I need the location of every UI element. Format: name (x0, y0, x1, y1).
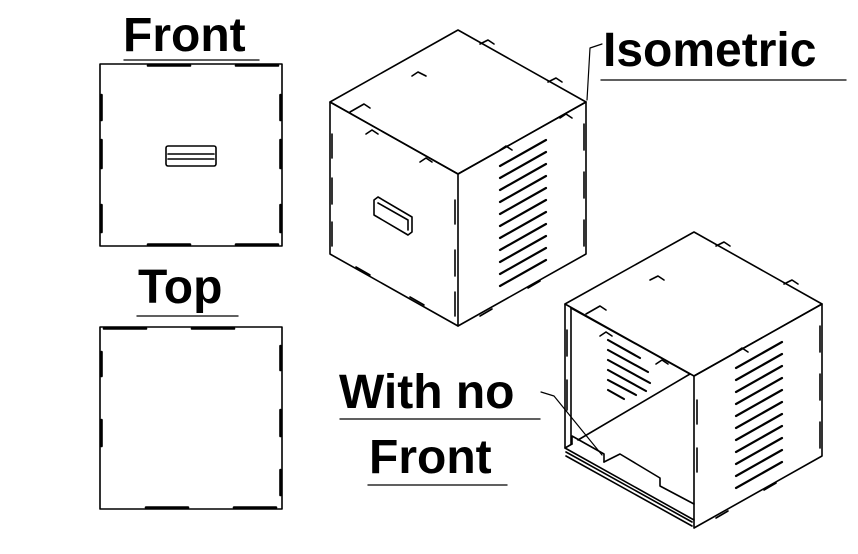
open-inner-back (566, 308, 694, 526)
open-front-view (565, 232, 822, 528)
top-finger-joints (102, 329, 281, 508)
iso-left-face (330, 102, 458, 326)
no-front-label-line2: Front (369, 431, 492, 484)
isometric-leader (587, 44, 602, 100)
no-front-label-line1: With no (339, 366, 515, 419)
top-view-label: Top (138, 261, 223, 314)
label-underlines (124, 60, 846, 485)
open-right-vents (736, 342, 782, 488)
iso-vent-slots (500, 140, 546, 286)
front-finger-joints (102, 66, 281, 245)
isometric-view (330, 30, 586, 326)
iso-right-face (458, 102, 586, 326)
front-handle-slot (166, 146, 216, 166)
iso-top-face (330, 30, 586, 174)
front-view-label: Front (123, 9, 246, 62)
top-view (100, 327, 282, 509)
front-outline (100, 64, 282, 246)
open-right-face (694, 304, 822, 528)
open-top-face (565, 232, 822, 376)
top-outline (100, 327, 282, 509)
front-view (100, 64, 282, 246)
iso-handle-slot (374, 197, 412, 235)
isometric-label: Isometric (603, 24, 817, 77)
open-left-frame (565, 304, 694, 520)
open-inner-vents (608, 340, 650, 399)
